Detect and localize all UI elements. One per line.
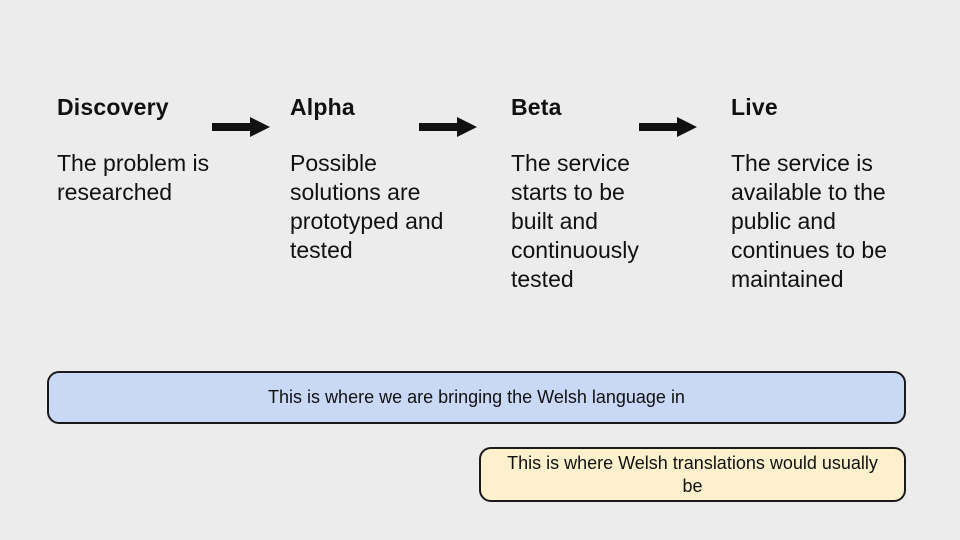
stage-live: Live The service is available to the pub… [731, 94, 936, 294]
arrow-shape [212, 117, 270, 137]
arrow-shape [419, 117, 477, 137]
flow-arrow-icon [212, 117, 270, 137]
stage-description-live: The service is available to the public a… [731, 150, 888, 292]
stage-title-live: Live [731, 94, 778, 120]
stage-alpha: Alpha Possible solutions are prototyped … [290, 94, 495, 265]
stage-description-discovery: The problem is researched [57, 150, 210, 205]
stage-beta: Beta The service starts to be built and … [511, 94, 716, 294]
callout-welsh-language-text: This is where we are bringing the Welsh … [268, 387, 685, 407]
stage-discovery: Discovery The problem is researched [57, 94, 262, 207]
stage-title-beta: Beta [511, 94, 562, 120]
callout-welsh-translations-text: This is where Welsh translations would u… [507, 452, 878, 496]
stage-description-beta: The service starts to be built and conti… [511, 150, 639, 292]
stage-title-alpha: Alpha [290, 94, 355, 120]
callout-welsh-language: This is where we are bringing the Welsh … [47, 371, 906, 424]
arrow-shape [639, 117, 697, 137]
callout-welsh-translations: This is where Welsh translations would u… [479, 447, 906, 502]
stage-title-discovery: Discovery [57, 94, 169, 120]
flow-arrow-icon [639, 117, 697, 137]
flow-arrow-icon [419, 117, 477, 137]
stage-description-alpha: Possible solutions are prototyped and te… [290, 150, 444, 263]
